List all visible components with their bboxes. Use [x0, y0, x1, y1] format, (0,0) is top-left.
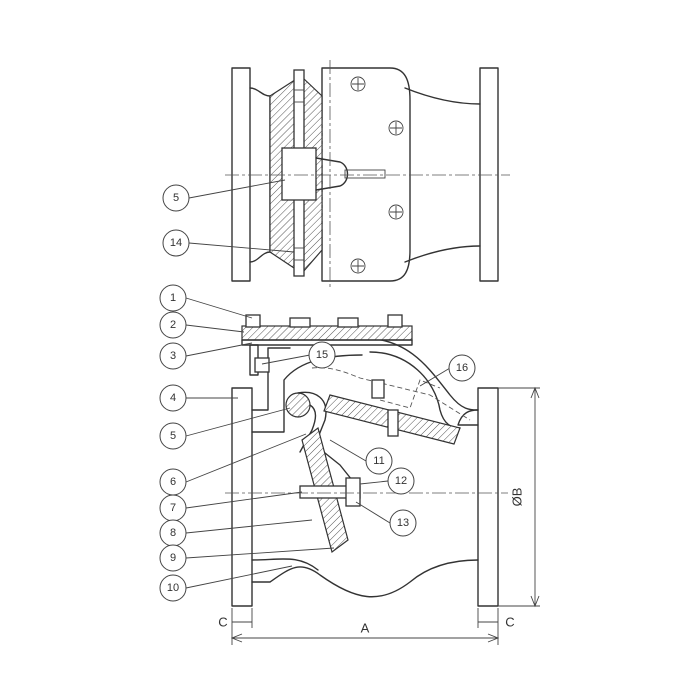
svg-text:3: 3	[170, 350, 176, 362]
svg-text:13: 13	[397, 517, 409, 529]
svg-text:16: 16	[456, 362, 468, 374]
svg-text:12: 12	[395, 475, 407, 487]
callout-9: 9	[159, 544, 187, 572]
svg-text:8: 8	[170, 527, 176, 539]
svg-text:5: 5	[170, 430, 176, 442]
leader-lines	[185, 179, 451, 589]
svg-text:11: 11	[373, 455, 384, 467]
svg-text:15: 15	[316, 349, 328, 361]
callout-14: 14	[162, 229, 190, 257]
svg-text:9: 9	[170, 552, 176, 564]
dimension-a-label: A	[361, 621, 370, 636]
callout-11: 11	[365, 447, 393, 475]
callout-12: 12	[387, 467, 415, 495]
callout-10: 10	[159, 574, 187, 602]
svg-text:10: 10	[167, 582, 179, 594]
dimension-b-label: ØB	[510, 488, 525, 507]
callout-7: 7	[159, 494, 187, 522]
callout-16: 16	[448, 354, 476, 382]
callout-4: 4	[159, 384, 187, 412]
callout-5-top: 5	[162, 184, 190, 212]
svg-text:5: 5	[173, 192, 179, 204]
svg-text:4: 4	[170, 392, 176, 404]
dimension-c-right-label: C	[505, 615, 514, 630]
svg-text:1: 1	[170, 292, 176, 304]
svg-text:7: 7	[170, 502, 176, 514]
callout-6: 6	[159, 468, 187, 496]
section-view	[225, 314, 540, 645]
svg-text:6: 6	[170, 476, 176, 488]
callout-5-bottom: 5	[159, 422, 187, 450]
callout-1: 1	[159, 284, 187, 312]
callout-13: 13	[389, 509, 417, 537]
top-view	[225, 60, 510, 290]
callout-15: 15	[308, 341, 336, 369]
svg-text:2: 2	[170, 319, 176, 331]
callout-3: 3	[159, 342, 187, 370]
callout-2: 2	[159, 311, 187, 339]
svg-text:14: 14	[170, 237, 182, 249]
dimension-c-left-label: C	[218, 615, 227, 630]
callout-8: 8	[159, 519, 187, 547]
